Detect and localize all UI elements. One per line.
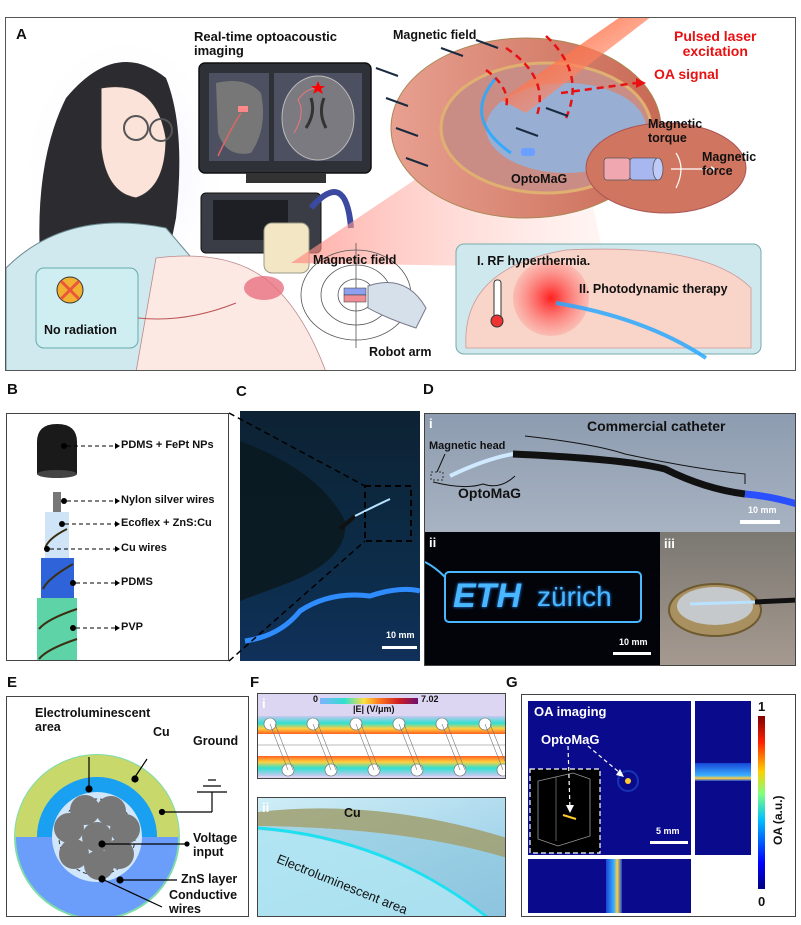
cu-label-f: Cu: [344, 806, 361, 820]
catheter-layer-diagram: [37, 424, 120, 660]
oa-colorbar: [758, 716, 765, 889]
catheter-photo: [430, 435, 795, 524]
scale-bar-g: 5 mm: [656, 826, 680, 836]
conductive-line2: wires: [169, 901, 201, 916]
panel-e: Electroluminescent area Cu Ground Voltag…: [6, 696, 249, 917]
oa-imaging-title: OA imaging: [534, 704, 607, 719]
oa-xz-band: [606, 859, 622, 913]
panel-b: PDMS + FePt NPs Nylon silver wires Ecofl…: [6, 413, 229, 661]
cu-layer-render: [258, 808, 505, 916]
electroluminescent-area-label-e: Electroluminescent area: [35, 706, 151, 735]
optomag-label-d: OptoMaG: [458, 485, 521, 501]
colorbar-label-f: |E| (V/μm): [353, 704, 395, 714]
layer-label-cu-wires: Cu wires: [121, 542, 167, 554]
sub-label-d-ii: ii: [429, 535, 437, 550]
panel-a: Real-time optoacoustic imaging Magnetic …: [5, 17, 796, 371]
ground-label: Ground: [193, 734, 239, 748]
scale-bar-d-i: 10 mm: [748, 505, 777, 515]
magnetic-force-line2: force: [702, 163, 733, 178]
magnetic-field-bottom-label: Magnetic field: [313, 253, 397, 267]
voltage-line1: Voltage: [193, 831, 238, 845]
panel-label-e: E: [7, 674, 18, 691]
panel-label-d: D: [423, 381, 434, 398]
magnetic-torque-line2: torque: [648, 130, 687, 145]
magnetic-torque-label: Magnetic torque: [648, 117, 703, 146]
panel-c-scene: [240, 441, 420, 649]
panel-a-illustration: [6, 18, 762, 370]
pulsed-laser-label: Pulsed laser excitation: [674, 28, 757, 60]
eth-logo-outline: [425, 561, 651, 655]
oa-colorbar-label: OA (a.u.): [771, 795, 785, 845]
cu-label-e: Cu: [153, 725, 170, 739]
conductive-wires-label: Conductive wires: [169, 888, 238, 916]
panel-label-c: C: [236, 383, 247, 400]
rf-hyperthermia-label: I. RF hyperthermia.: [477, 254, 591, 268]
magnetic-torque-line1: Magnetic: [648, 117, 703, 131]
zns-layer-label: ZnS layer: [181, 872, 238, 886]
pulsed-laser-line1: Pulsed laser: [674, 28, 757, 44]
colorbar-max-f: 7.02: [421, 694, 439, 704]
no-radiation-label: No radiation: [44, 323, 117, 337]
oa-colorbar-min: 0: [758, 894, 766, 909]
photodynamic-therapy-label: II. Photodynamic therapy: [579, 282, 728, 296]
panel-label-f: F: [250, 674, 260, 691]
voltage-input-label: Voltage input: [193, 831, 238, 860]
monitor-title-line2: imaging: [194, 43, 244, 59]
cross-section-diagram: [14, 754, 227, 916]
oa-signal-label: OA signal: [654, 66, 719, 82]
oa-image-xy: OA imaging OptoMaG 5 mm: [528, 701, 691, 855]
monitor-title: Real-time optoacoustic imaging: [194, 29, 338, 59]
panel-d-i-photo: i Commercial catheter Magnetic head Opto…: [425, 414, 795, 532]
zurich-logo-text: zürich: [537, 581, 612, 612]
panel-f-ii: ii Cu Electroluminescent area: [257, 797, 506, 917]
layer-label-pdms: PDMS: [121, 576, 153, 588]
panel-d: i Commercial catheter Magnetic head Opto…: [424, 413, 796, 666]
magnetic-force-label: Magnetic force: [702, 150, 757, 179]
layer-label-pvp: PVP: [121, 621, 144, 633]
voltage-line2: input: [193, 844, 224, 859]
scale-bar-d-ii: 10 mm: [619, 637, 648, 647]
sub-label-d-iii: iii: [664, 536, 675, 551]
sub-label-d-i: i: [429, 416, 433, 431]
panel-c-photo: 10 mm: [240, 411, 420, 661]
sub-label-f-ii: ii: [262, 800, 270, 815]
sub-label-f-i: i: [262, 696, 266, 711]
electroluminescent-line2: area: [35, 719, 61, 734]
oa-image-xy-marks: [529, 745, 688, 854]
electroluminescent-line1: Electroluminescent: [35, 706, 151, 720]
colorbar-min-f: 0: [313, 694, 319, 704]
eth-logo-text: ETH: [453, 577, 521, 615]
panel-label-a: A: [16, 26, 27, 43]
panel-d-ii-photo: ii ETH zürich 10 mm: [425, 532, 660, 665]
panel-g: OA imaging OptoMaG 5 mm 1 0 OA (a.u.): [521, 694, 796, 917]
commercial-catheter-label: Commercial catheter: [587, 418, 726, 434]
e-field-simulation: [258, 698, 505, 777]
oa-colorbar-max: 1: [758, 699, 766, 714]
oa-image-yz: [695, 701, 751, 855]
conductive-line1: Conductive: [169, 888, 238, 902]
optomag-label-a: OptoMaG: [511, 172, 568, 186]
monitor-title-line1: Real-time optoacoustic: [194, 29, 338, 44]
oa-image-xz: [528, 859, 691, 913]
panel-label-g: G: [506, 674, 518, 691]
layer-label-nylon-silver: Nylon silver wires: [121, 494, 215, 506]
oa-yz-band: [695, 763, 751, 781]
scale-bar-c: 10 mm: [386, 630, 415, 640]
coin-photo: [668, 583, 795, 637]
layer-label-pdms-fept: PDMS + FePt NPs: [121, 439, 214, 451]
optomag-label-g: OptoMaG: [541, 732, 600, 747]
magnetic-field-top-label: Magnetic field: [393, 28, 477, 42]
magnetic-force-line1: Magnetic: [702, 150, 757, 164]
pulsed-laser-line2: excitation: [682, 43, 748, 60]
robot-arm-label: Robot arm: [369, 345, 432, 359]
panel-f-i: i 0 7.02 |E| (V/μm): [257, 693, 506, 779]
layer-label-ecoflex: Ecoflex + ZnS:Cu: [121, 517, 212, 529]
magnetic-head-label: Magnetic head: [429, 440, 506, 452]
panel-label-b: B: [7, 381, 18, 398]
panel-d-iii-photo: iii: [660, 532, 795, 665]
